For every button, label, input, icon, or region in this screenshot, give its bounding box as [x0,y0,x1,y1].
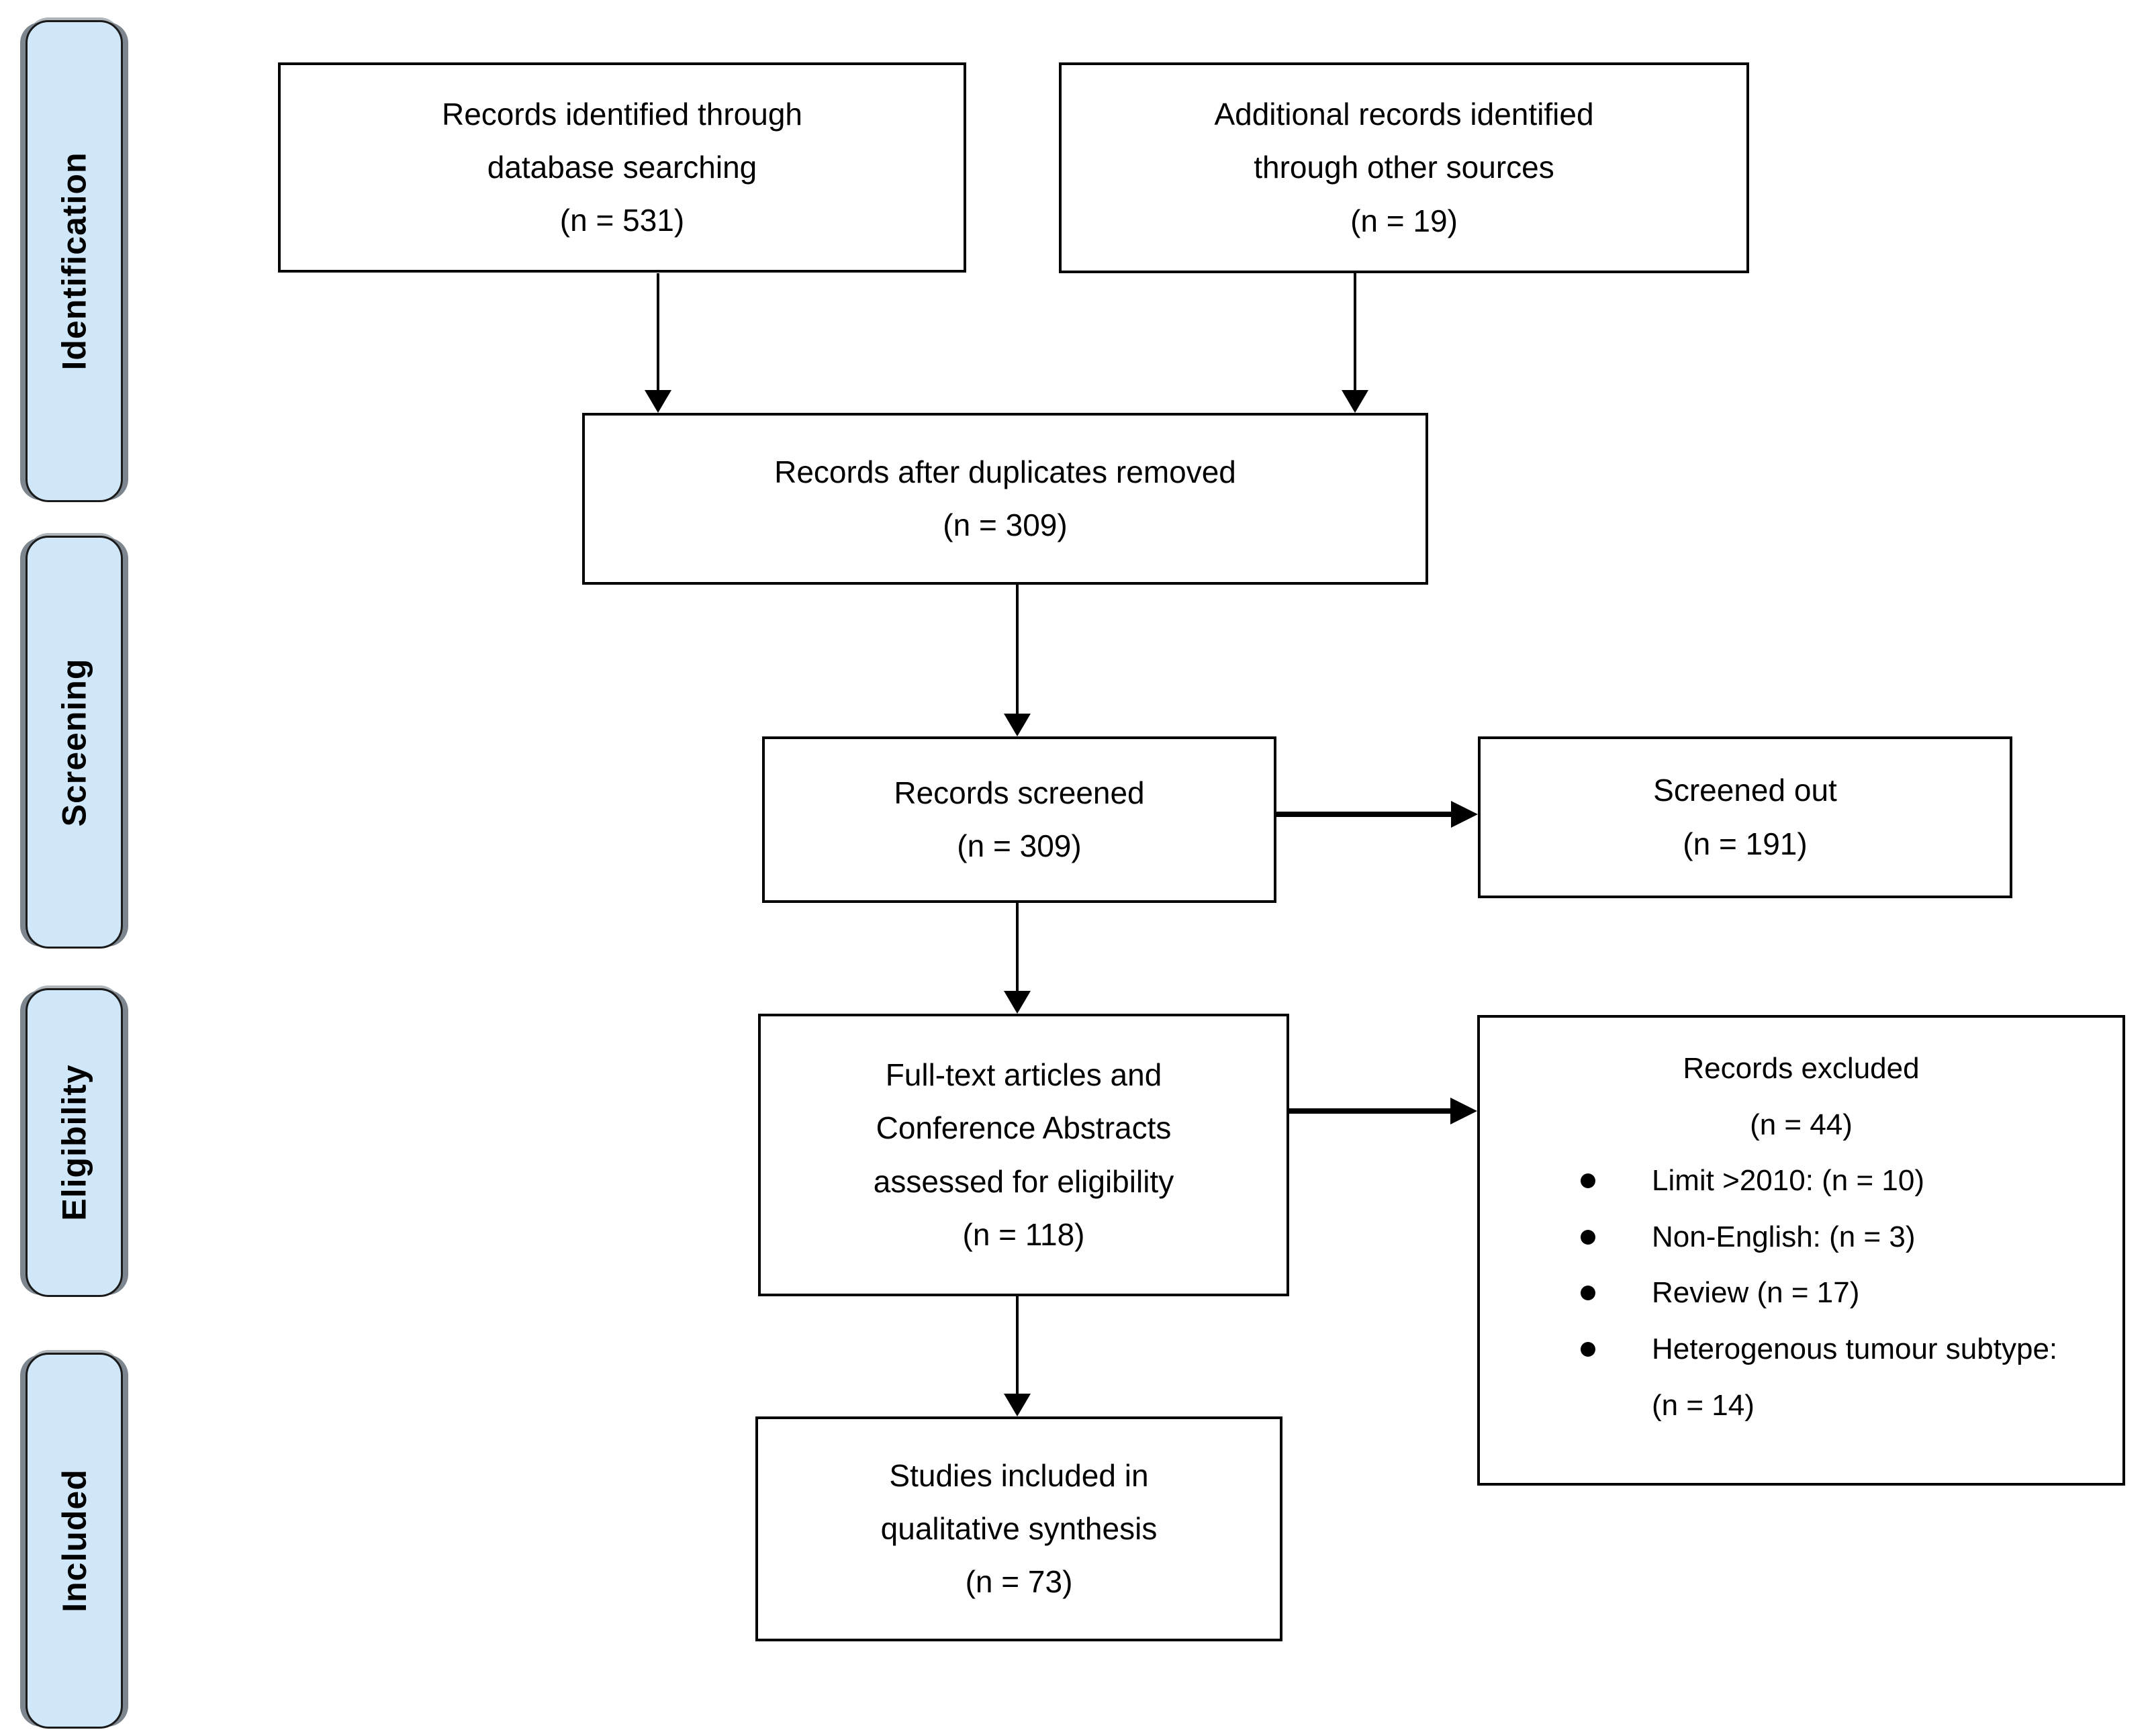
excluded-reason-text: Non-English: (n = 3) [1652,1220,1916,1253]
excluded-reason-item: Limit >2010: (n = 10) [1500,1153,2102,1209]
phase-included: Included [26,1353,123,1729]
arrow-screened-to-screenedout [1276,812,1451,817]
excluded-reason-text: Heterogenous tumour subtype: (n = 14) [1652,1332,2058,1422]
arrow-identified-to-duplicates [657,273,659,390]
box-duplicates-removed: Records after duplicates removed (n = 30… [582,413,1428,585]
box-screened-out: Screened out (n = 191) [1478,736,2012,898]
arrowhead-screened-to-fulltext [1004,991,1031,1014]
arrowhead-identified-to-duplicates [645,390,671,413]
box-screened-out-text: Screened out (n = 191) [1653,773,1837,861]
box-records-identified-text: Records identified through database sear… [442,96,802,238]
excluded-reason-item: Non-English: (n = 3) [1500,1209,2102,1265]
phase-eligibility: Eligibility [26,988,123,1297]
phase-eligibility-label: Eligibility [55,1064,93,1221]
box-additional-records: Additional records identified through ot… [1059,62,1749,273]
arrow-additional-to-duplicates [1354,273,1356,390]
box-fulltext-assessed: Full-text articles and Conference Abstra… [758,1014,1289,1296]
phase-included-label: Included [55,1469,93,1612]
arrow-fulltext-to-excluded [1289,1108,1450,1114]
bullet-icon [1581,1173,1595,1189]
phase-screening-label: Screening [55,658,93,826]
box-duplicates-removed-text: Records after duplicates removed (n = 30… [774,454,1236,542]
records-excluded-title: Records excluded [1683,1052,1920,1085]
arrowhead-duplicates-to-screened [1004,714,1031,736]
box-records-screened-text: Records screened (n = 309) [894,775,1145,863]
bullet-icon [1581,1286,1595,1301]
arrow-screened-to-fulltext [1016,903,1019,991]
bullet-icon [1581,1341,1595,1357]
arrow-duplicates-to-screened [1016,585,1019,714]
records-excluded-count: (n = 44) [1750,1108,1853,1141]
arrowhead-fulltext-to-included [1004,1394,1031,1416]
phase-identification-label: Identification [55,152,93,371]
box-records-excluded: Records excluded (n = 44) Limit >2010: (… [1477,1015,2125,1486]
phase-screening: Screening [26,536,123,949]
box-studies-included: Studies included in qualitative synthesi… [755,1416,1282,1641]
phase-identification: Identification [26,20,123,502]
arrowhead-additional-to-duplicates [1342,390,1368,413]
excluded-reason-text: Review (n = 17) [1652,1276,1860,1310]
excluded-reasons-list: Limit >2010: (n = 10) Non-English: (n = … [1500,1153,2102,1433]
box-studies-included-text: Studies included in qualitative synthesi… [880,1457,1158,1600]
excluded-reason-text: Limit >2010: (n = 10) [1652,1164,1925,1198]
box-records-identified: Records identified through database sear… [278,62,966,273]
arrowhead-fulltext-to-excluded [1450,1098,1477,1124]
box-fulltext-assessed-text: Full-text articles and Conference Abstra… [873,1057,1174,1252]
excluded-reason-item: Review (n = 17) [1500,1265,2102,1321]
bullet-icon [1581,1229,1595,1245]
excluded-reason-item: Heterogenous tumour subtype: (n = 14) [1500,1321,2102,1433]
arrowhead-screened-to-screenedout [1451,801,1478,828]
box-records-screened: Records screened (n = 309) [762,736,1276,903]
arrow-fulltext-to-included [1016,1296,1019,1394]
box-additional-records-text: Additional records identified through ot… [1214,97,1594,238]
